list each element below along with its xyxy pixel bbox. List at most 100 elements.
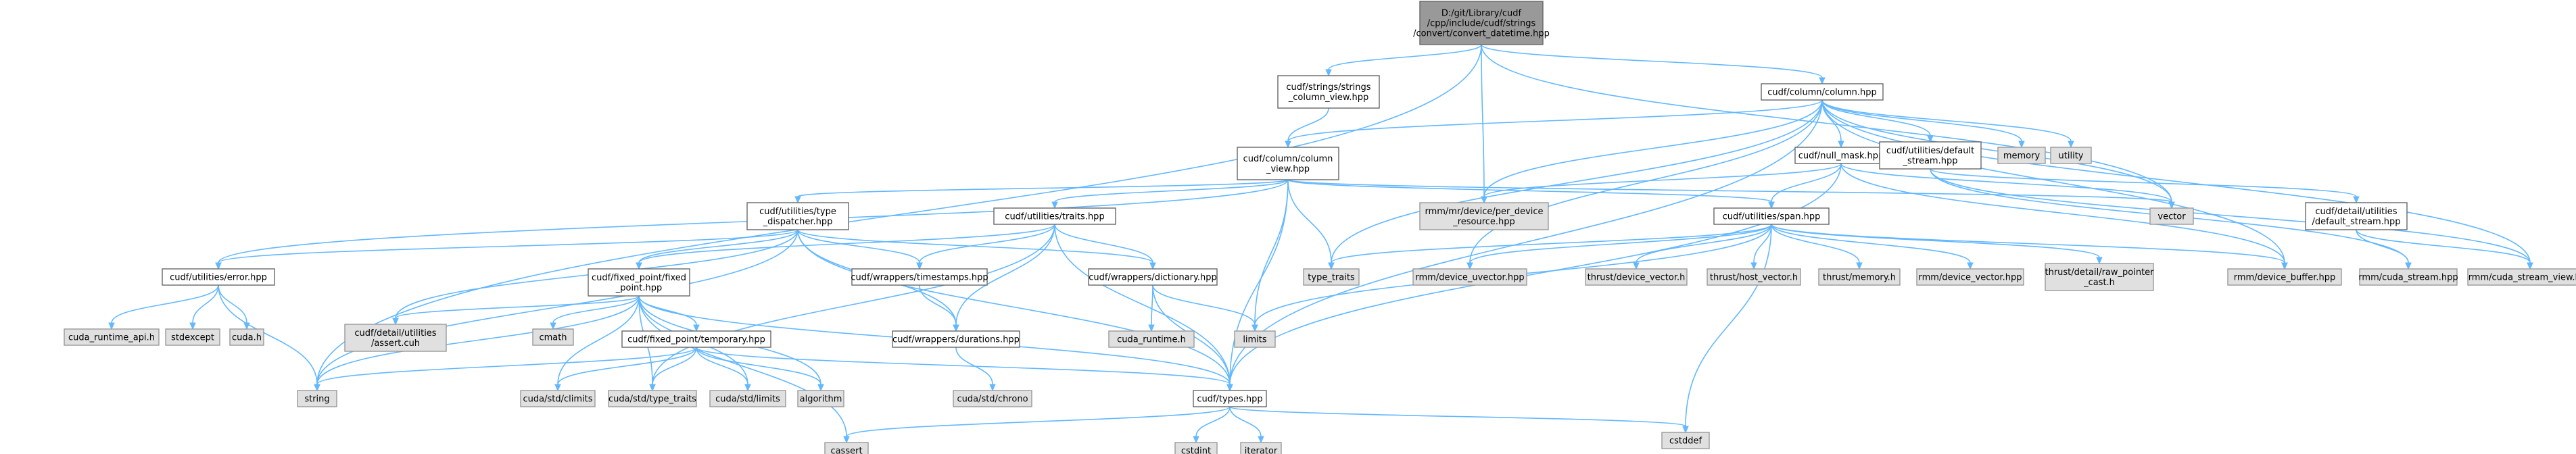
node-iterator: iterator xyxy=(1240,442,1282,454)
node-durations[interactable]: cudf/wrappers/durations.hpp xyxy=(892,330,1020,348)
node-thrust-memory: thrust/memory.h xyxy=(1818,268,1901,286)
edge-fixed-point-to-assert-cuh xyxy=(392,295,640,326)
edge-span-to-thrust-device-vector xyxy=(1633,224,1772,270)
node-box xyxy=(2227,268,2342,286)
edge-arrowhead xyxy=(2405,262,2412,270)
edge-column-view-to-limits xyxy=(1251,179,1289,332)
edge-column-to-utility xyxy=(1821,99,2074,149)
node-detail-default-stream[interactable]: cudf/detail/utilities/default_stream.hpp xyxy=(2305,202,2408,230)
edge-line xyxy=(1771,163,1842,203)
edge-line xyxy=(1483,99,1823,197)
edge-span-to-cstddef xyxy=(1682,224,1772,434)
dependency-edges xyxy=(108,44,2533,444)
node-types[interactable]: cudf/types.hpp xyxy=(1193,390,1267,407)
edge-arrowhead xyxy=(215,262,222,270)
node-raw-pointer-cast: thrust/detail/raw_pointer_cast.h xyxy=(2045,263,2154,291)
node-cuda-h: cuda.h xyxy=(229,328,264,346)
node-cuda-stream-view: rmm/cuda_stream_view.hpp xyxy=(2467,268,2576,286)
node-rmm-device-vector: rmm/device_vector.hpp xyxy=(1916,268,2024,286)
edge-arrowhead xyxy=(649,384,656,392)
edge-line xyxy=(638,229,798,263)
edge-arrowhead xyxy=(1819,77,1826,85)
node-label-line: rmm/mr/device/per_device xyxy=(1425,207,1543,217)
edge-durations-to-chrono xyxy=(955,347,996,392)
node-label-line: rmm/cuda_stream.hpp xyxy=(2358,273,2458,283)
edge-column-view-to-type-traits xyxy=(1287,179,1335,270)
edge-arrowhead xyxy=(2018,141,2025,149)
edge-arrowhead xyxy=(1682,426,1689,434)
node-error[interactable]: cudf/utilities/error.hpp xyxy=(162,268,275,286)
edge-type-dispatcher-to-error xyxy=(215,229,798,270)
edge-arrowhead xyxy=(1838,141,1844,149)
edge-root-to-column xyxy=(1481,44,1826,85)
edge-arrowhead xyxy=(1750,262,1757,270)
edge-line xyxy=(797,229,1231,385)
node-default-stream[interactable]: cudf/utilities/default_stream.hpp xyxy=(1879,141,1982,170)
edge-column-to-device-buffer xyxy=(1821,99,2288,270)
node-label-line: thrust/memory.h xyxy=(1823,273,1896,283)
edge-line xyxy=(1821,99,2285,263)
edge-column-to-memory xyxy=(1821,99,2025,149)
node-temporary[interactable]: cudf/fixed_point/temporary.hpp xyxy=(621,330,771,348)
edge-arrowhead xyxy=(2068,141,2074,149)
edge-arrowhead xyxy=(1967,262,1974,270)
edge-type-dispatcher-to-fixed-point xyxy=(636,229,798,270)
node-box xyxy=(1412,268,1527,286)
node-label-line: _column_view.hpp xyxy=(1288,93,1368,103)
edge-span-to-type-traits xyxy=(1328,224,1772,270)
node-fixed-point[interactable]: cudf/fixed_point/fixed_point.hpp xyxy=(588,268,690,297)
edge-line xyxy=(1054,179,1289,203)
edge-arrowhead xyxy=(108,322,115,330)
edge-arrowhead xyxy=(392,318,399,326)
node-timestamps[interactable]: cudf/wrappers/timestamps.hpp xyxy=(851,268,988,286)
node-label-line: cudf/types.hpp xyxy=(1197,395,1262,405)
edge-line xyxy=(552,295,640,324)
edge-arrowhead xyxy=(1051,201,1058,209)
node-label-line: cudf/detail/utilities xyxy=(2315,207,2397,217)
edge-line xyxy=(1229,406,1262,437)
edge-line xyxy=(1229,99,1823,385)
node-box xyxy=(1818,268,1901,286)
node-box xyxy=(297,390,337,407)
edge-detail-default-stream-to-cuda-stream-view xyxy=(2356,229,2533,270)
node-dictionary[interactable]: cudf/wrappers/dictionary.hpp xyxy=(1088,268,1218,286)
edge-line xyxy=(218,229,798,263)
edge-line xyxy=(652,224,1055,385)
node-traits[interactable]: cudf/utilities/traits.hpp xyxy=(993,207,1116,225)
edge-line xyxy=(1287,179,2172,203)
edge-arrowhead xyxy=(1251,324,1258,332)
edge-line xyxy=(557,347,697,385)
edge-timestamps-to-durations xyxy=(919,284,959,332)
edge-traits-to-timestamps xyxy=(916,224,1055,270)
edge-arrowhead xyxy=(189,322,196,330)
node-thrust-device-vector: thrust/device_vector.h xyxy=(1585,268,1688,286)
edge-temporary-to-cuda-type-traits xyxy=(649,347,697,392)
edge-line xyxy=(1054,224,1231,385)
node-box xyxy=(1997,147,2046,164)
edge-line xyxy=(638,224,1055,263)
node-type-dispatcher[interactable]: cudf/utilities/type_dispatcher.hpp xyxy=(746,202,849,230)
edge-line xyxy=(218,284,247,324)
node-column[interactable]: cudf/column/column.hpp xyxy=(1761,83,1884,101)
edge-type-dispatcher-to-types xyxy=(797,229,1233,392)
node-strings-column-view[interactable]: cudf/strings/strings_column_view.hpp xyxy=(1277,75,1380,109)
edge-root-to-strings-column-view xyxy=(1325,44,1482,77)
node-label-line: /cpp/include/cudf/strings xyxy=(1427,19,1536,29)
node-label-line: rmm/cuda_stream_view.hpp xyxy=(2468,273,2576,283)
node-column-view[interactable]: cudf/column/column_view.hpp xyxy=(1237,147,1339,180)
node-cuda-limits: cuda/std/limits xyxy=(709,390,786,407)
edge-arrowhead xyxy=(2353,196,2360,204)
node-root[interactable]: D:/git/Library/cudf/cpp/include/cudf/str… xyxy=(1413,1,1550,45)
edge-column-to-column-view xyxy=(1285,99,1823,149)
node-label-line: cudf/null_mask.hpp xyxy=(1798,151,1884,161)
node-span[interactable]: cudf/utilities/span.hpp xyxy=(1713,207,1830,225)
node-label-line: _resource.hpp xyxy=(1452,217,1515,227)
edge-arrowhead xyxy=(817,384,824,392)
node-box xyxy=(532,328,574,346)
node-box xyxy=(1879,141,1982,170)
node-box xyxy=(1661,432,1710,449)
node-per-device-resource: rmm/mr/device/per_device_resource.hpp xyxy=(1419,202,1549,230)
node-box xyxy=(608,390,697,407)
node-null-mask[interactable]: cudf/null_mask.hpp xyxy=(1794,147,1888,164)
